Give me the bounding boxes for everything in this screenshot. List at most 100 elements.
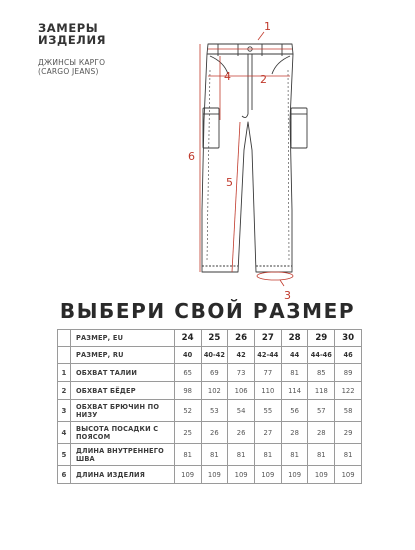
measurement-value: 106 (227, 381, 255, 400)
measurement-value: 65 (173, 363, 202, 382)
row-number-empty (57, 346, 71, 364)
measurement-value: 81 (253, 443, 282, 466)
measure-pointer-3 (279, 279, 285, 287)
measurement-value: 25 (173, 421, 202, 444)
measurement-value: 26 (227, 421, 255, 444)
measurement-label: ВЫСОТА ПОСАДКИ С ПОЯСОМ (69, 421, 175, 444)
subtitle-line-1: ДЖИНСЫ КАРГО (38, 58, 106, 67)
measurement-value: 109 (334, 465, 362, 484)
measure-label-5: 5 (226, 176, 233, 189)
measurement-label: ДЛИНА ВНУТРЕННЕГО ШВА (69, 443, 175, 466)
measure-pointer-1 (257, 31, 265, 41)
title-line-1: ЗАМЕРЫ (38, 21, 99, 35)
row-number-empty (57, 329, 71, 347)
measurement-value: 77 (253, 363, 282, 382)
measurement-value: 81 (280, 443, 309, 466)
row-number: 3 (57, 399, 71, 422)
measurement-value: 55 (253, 399, 282, 422)
size-ru-46: 46 (334, 346, 362, 364)
row-number: 4 (57, 421, 71, 444)
measurement-value: 26 (200, 421, 229, 444)
page-title: ЗАМЕРЫ ИЗДЕЛИЯ (38, 22, 178, 46)
size-ru-44: 44 (280, 346, 309, 364)
row-number: 5 (57, 443, 71, 466)
measurement-value: 81 (280, 363, 309, 382)
subtitle-line-2: (CARGO JEANS) (38, 67, 99, 76)
measurement-value: 73 (227, 363, 255, 382)
row-number: 2 (57, 381, 71, 400)
measurement-value: 109 (307, 465, 336, 484)
measurement-value: 69 (200, 363, 229, 382)
measurement-label: ОБХВАТ БЁДЕР (69, 381, 175, 400)
measurement-value: 28 (307, 421, 336, 444)
measurement-value: 85 (307, 363, 336, 382)
measurement-value: 81 (200, 443, 229, 466)
measurement-label: ОБХВАТ БРЮЧИН ПО НИЗУ (69, 399, 175, 422)
size-ru-40-42: 40-42 (200, 346, 229, 364)
measure-label-6: 6 (188, 150, 195, 163)
measure-label-2: 2 (260, 73, 267, 86)
measurement-value: 29 (334, 421, 362, 444)
size-ru-40: 40 (173, 346, 202, 364)
size-eu-26: 26 (227, 329, 255, 347)
size-eu-30: 30 (334, 329, 362, 347)
measurement-value: 81 (334, 443, 362, 466)
measurement-value: 58 (334, 399, 362, 422)
measure-label-3: 3 (284, 289, 291, 300)
size-eu-25: 25 (200, 329, 229, 347)
measurement-value: 81 (173, 443, 202, 466)
measurement-value: 28 (280, 421, 309, 444)
measure-label-1: 1 (264, 20, 271, 33)
measurement-value: 109 (227, 465, 255, 484)
size-ru-42: 42 (227, 346, 255, 364)
measurement-value: 102 (200, 381, 229, 400)
size-eu-label: РАЗМЕР, EU (69, 329, 175, 347)
measurement-value: 56 (280, 399, 309, 422)
measurement-value: 109 (253, 465, 282, 484)
size-ru-label: РАЗМЕР, RU (69, 346, 175, 364)
row-number: 6 (57, 465, 71, 484)
pants-measurement-diagram: 1 2 3 4 5 6 (188, 20, 308, 300)
row-number: 1 (57, 363, 71, 382)
measure-line-hem (256, 271, 294, 281)
size-eu-27: 27 (253, 329, 282, 347)
measurement-value: 54 (227, 399, 255, 422)
size-ru-42-44: 42-44 (253, 346, 282, 364)
measurement-value: 109 (280, 465, 309, 484)
size-ru-44-46: 44-46 (307, 346, 336, 364)
measurement-value: 81 (227, 443, 255, 466)
measurement-value: 118 (307, 381, 336, 400)
measurement-value: 98 (173, 381, 202, 400)
measurement-value: 109 (173, 465, 202, 484)
measurement-value: 27 (253, 421, 282, 444)
size-eu-28: 28 (280, 329, 309, 347)
section-title: ВЫБЕРИ СВОЙ РАЗМЕР (59, 299, 356, 323)
measurement-label: ОБХВАТ ТАЛИИ (69, 363, 175, 382)
measurement-value: 57 (307, 399, 336, 422)
pants-outline (201, 53, 294, 273)
measure-line-inseam (231, 121, 241, 273)
measurement-value: 52 (173, 399, 202, 422)
measurement-value: 109 (200, 465, 229, 484)
size-eu-24: 24 (173, 329, 202, 347)
measurement-value: 110 (253, 381, 282, 400)
measurement-value: 114 (280, 381, 309, 400)
title-line-2: ИЗДЕЛИЯ (38, 33, 107, 47)
product-subtitle: ДЖИНСЫ КАРГО (CARGO JEANS) (38, 58, 105, 76)
measurement-value: 81 (307, 443, 336, 466)
measurement-label: ДЛИНА ИЗДЕЛИЯ (69, 465, 175, 484)
measure-label-4: 4 (224, 70, 231, 83)
measurement-value: 122 (334, 381, 362, 400)
measurement-value: 53 (200, 399, 229, 422)
measurement-value: 89 (334, 363, 362, 382)
size-eu-29: 29 (307, 329, 336, 347)
